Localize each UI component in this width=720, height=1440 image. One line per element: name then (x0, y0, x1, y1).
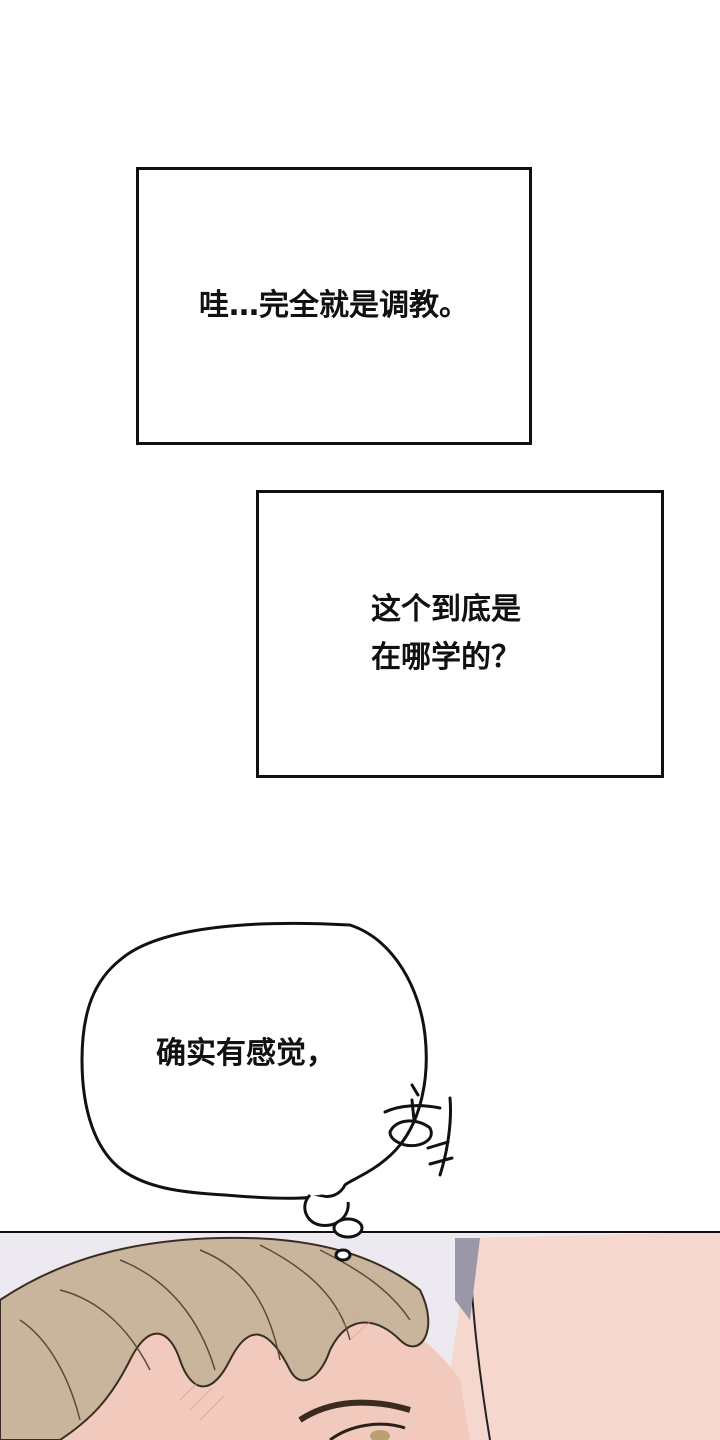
thought-bubble (80, 921, 428, 1262)
caption-text-1: 哇…完全就是调教。 (199, 282, 469, 330)
sound-effect-glyph (383, 1083, 454, 1177)
caption-box-1: 哇…完全就是调教。 (136, 167, 532, 445)
caption-line: 哇…完全就是调教。 (199, 288, 469, 323)
caption-text-2: 这个到底是 在哪学的？ (371, 586, 521, 682)
caption-line: 这个到底是 (371, 592, 521, 627)
caption-line: 在哪学的？ (371, 640, 521, 675)
character-panel (0, 1231, 720, 1440)
thought-bubble-text: 确实有感觉， (156, 1036, 336, 1071)
caption-box-2: 这个到底是 在哪学的？ (256, 490, 664, 778)
